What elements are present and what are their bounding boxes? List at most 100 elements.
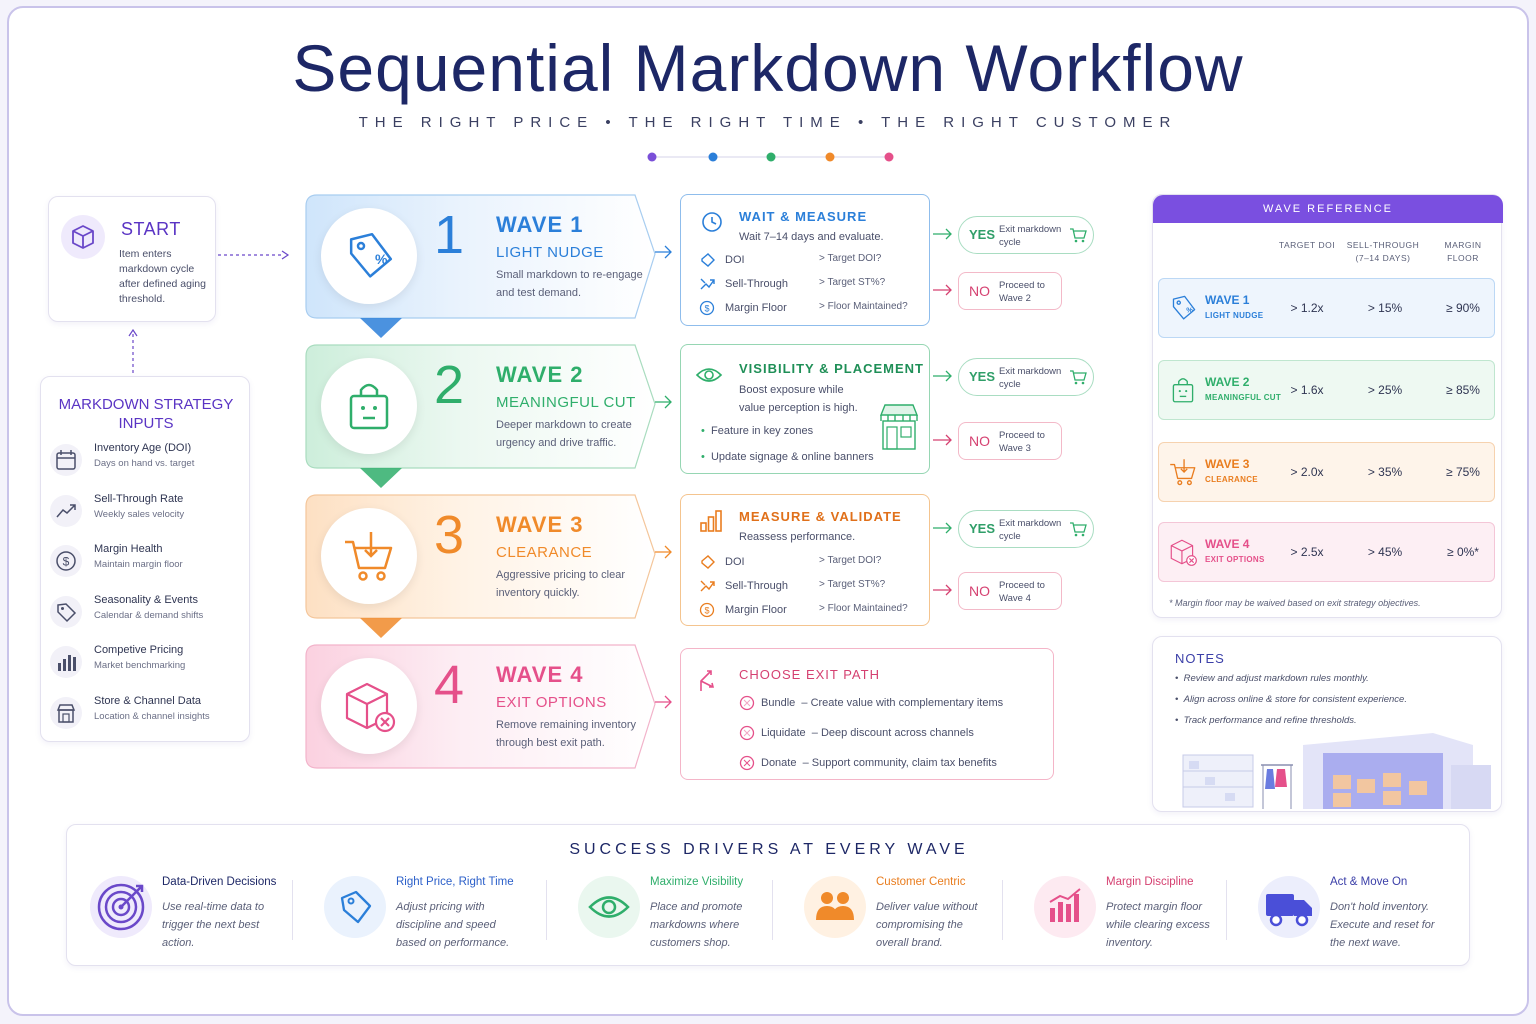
page-title: Sequential Markdown Workflow <box>292 31 1244 105</box>
driver-divider <box>292 880 293 940</box>
wave-subtitle: MEANINGFUL CUT <box>496 394 636 411</box>
clock-icon <box>702 212 722 232</box>
check-label: Margin Floor <box>725 302 787 314</box>
input-desc: Market benchmarking <box>94 660 186 671</box>
note-item: • Align across online & store for consis… <box>1175 694 1407 705</box>
reference-row-wave-4: WAVE 4 EXIT OPTIONS > 2.5x > 45% ≥ 0%* <box>1158 522 1495 582</box>
input-desc: Days on hand vs. target <box>94 458 195 469</box>
inputs-arrow <box>128 328 138 374</box>
bullet-item: • Update signage & online banners <box>701 451 874 463</box>
truck-icon <box>1258 876 1320 938</box>
strategy-input-item: $ Margin Health Maintain margin floor <box>50 543 240 583</box>
no-proceed-badge: NO Proceed to Wave 4 <box>958 572 1062 610</box>
reference-footnote: * Margin floor may be waived based on ex… <box>1169 598 1421 608</box>
yes-text: Exit markdown cycle <box>999 518 1062 542</box>
yes-exit-badge: YES Exit markdown cycle <box>958 216 1094 254</box>
ref-wave-sub: MEANINGFUL CUT <box>1205 393 1282 402</box>
wave-title: WAVE 1 <box>496 212 584 237</box>
progress-dots <box>647 152 894 162</box>
yes-arrow <box>933 522 952 534</box>
eye-icon <box>578 876 640 938</box>
reference-row-wave-1: % WAVE 1 LIGHT NUDGE > 1.2x > 15% ≥ 90% <box>1158 278 1495 338</box>
ref-wave-name: WAVE 4 <box>1205 537 1250 551</box>
wave-title: WAVE 2 <box>496 362 584 387</box>
yes-text: Exit markdown cycle <box>999 366 1062 390</box>
ref-target-doi: > 1.6x <box>1290 383 1324 397</box>
panel-desc: Wait 7–14 days and evaluate. <box>739 231 884 243</box>
driver-title: Customer Centric <box>876 876 966 888</box>
panel-desc: Boost exposure while value perception is… <box>739 384 858 414</box>
driver-desc: Adjust pricing with discipline and speed… <box>396 901 510 949</box>
ref-sell-through: > 15% <box>1367 301 1403 315</box>
tag-icon <box>50 595 82 628</box>
store-icon <box>50 696 82 729</box>
wave-4-icon-circle <box>321 658 417 754</box>
shopping-bag-icon <box>1172 378 1194 403</box>
ref-sell-through: > 45% <box>1367 545 1403 559</box>
cart-icon <box>1170 459 1196 486</box>
exit-option: Liquidate – Deep discount across channel… <box>761 727 974 739</box>
wave-number: 3 <box>434 505 465 565</box>
strategy-inputs-card: MARKDOWN STRATEGY INPUTS <box>40 376 250 742</box>
cart-icon <box>345 532 393 581</box>
note-item: • Review and adjust markdown rules month… <box>1175 673 1369 684</box>
box-exit-icon <box>1170 539 1197 566</box>
dollar-icon: $ <box>50 545 82 577</box>
cart-icon <box>1070 370 1087 385</box>
ref-sell-through: > 35% <box>1367 465 1403 479</box>
exit-option-icon <box>739 725 755 741</box>
success-drivers-card: SUCCESS DRIVERS AT EVERY WAVE <box>66 824 1470 966</box>
drivers-title: SUCCESS DRIVERS AT EVERY WAVE <box>569 841 969 858</box>
panel-title: WAIT & MEASURE <box>739 209 868 224</box>
driver-title: Right Price, Right Time <box>396 876 514 888</box>
check-label: Margin Floor <box>725 604 787 616</box>
ref-target-doi: > 2.5x <box>1290 545 1324 559</box>
note-item: • Track performance and refine threshold… <box>1175 715 1357 726</box>
wave-3-icon-circle <box>321 508 417 604</box>
reference-row-wave-3: WAVE 3 CLEARANCE > 2.0x > 35% ≥ 75% <box>1158 442 1495 502</box>
check-row-icon: $ <box>699 300 715 316</box>
page-subtitle: THE RIGHT PRICE • THE RIGHT TIME • THE R… <box>358 114 1178 131</box>
exit-option-icon <box>739 755 755 771</box>
driver-title: Margin Discipline <box>1106 876 1194 888</box>
svg-text:$: $ <box>704 304 709 314</box>
col-header-st: SELL-THROUGH (7–14 DAYS) <box>1346 240 1420 263</box>
inputs-title: MARKDOWN STRATEGY INPUTS <box>58 396 234 432</box>
start-arrow <box>218 250 290 260</box>
driver-title: Act & Move On <box>1330 876 1408 888</box>
wave-title: WAVE 3 <box>496 512 584 537</box>
check-label: DOI <box>725 254 745 266</box>
wave-2-icon-circle <box>321 358 417 454</box>
driver-divider <box>1002 880 1003 940</box>
notes-card: NOTES • Review and adjust markdown rules… <box>1152 636 1502 812</box>
yes-arrow <box>933 228 952 240</box>
wave-down-arrow <box>360 318 402 338</box>
input-desc: Maintain margin floor <box>94 559 183 570</box>
ref-wave-sub: LIGHT NUDGE <box>1205 311 1264 320</box>
driver-desc: Place and promote markdowns where custom… <box>650 901 743 949</box>
input-title: Competive Pricing <box>94 644 184 656</box>
ref-wave-name: WAVE 2 <box>1205 375 1250 389</box>
strategy-input-item: Inventory Age (DOI) Days on hand vs. tar… <box>50 442 240 482</box>
strategy-input-item: Seasonality & Events Calendar & demand s… <box>50 594 240 634</box>
trend-icon <box>50 494 82 527</box>
input-title: Seasonality & Events <box>94 593 198 606</box>
wave-number: 4 <box>434 655 465 715</box>
svg-text:$: $ <box>704 606 709 616</box>
success-driver: Margin Discipline Protect margin floor w… <box>1016 870 1236 960</box>
yes-label: YES <box>969 369 996 384</box>
check-row-icon: $ <box>699 602 715 618</box>
check-row-icon <box>701 253 715 267</box>
exit-option-icon <box>739 695 755 711</box>
input-title: Sell-Through Rate <box>94 492 184 505</box>
strategy-input-item: Store & Channel Data Location & channel … <box>50 695 240 735</box>
svg-text:%: % <box>1186 305 1193 314</box>
check-question: > Target DOI? <box>819 253 882 264</box>
driver-title: Maximize Visibility <box>650 876 744 888</box>
wave-1-icon-circle: % <box>321 208 417 304</box>
check-row-icon <box>701 555 715 569</box>
panel-title: MEASURE & VALIDATE <box>739 509 902 524</box>
eye-icon <box>695 368 723 382</box>
bar-chart-icon <box>700 510 722 532</box>
yes-arrow <box>933 370 952 382</box>
